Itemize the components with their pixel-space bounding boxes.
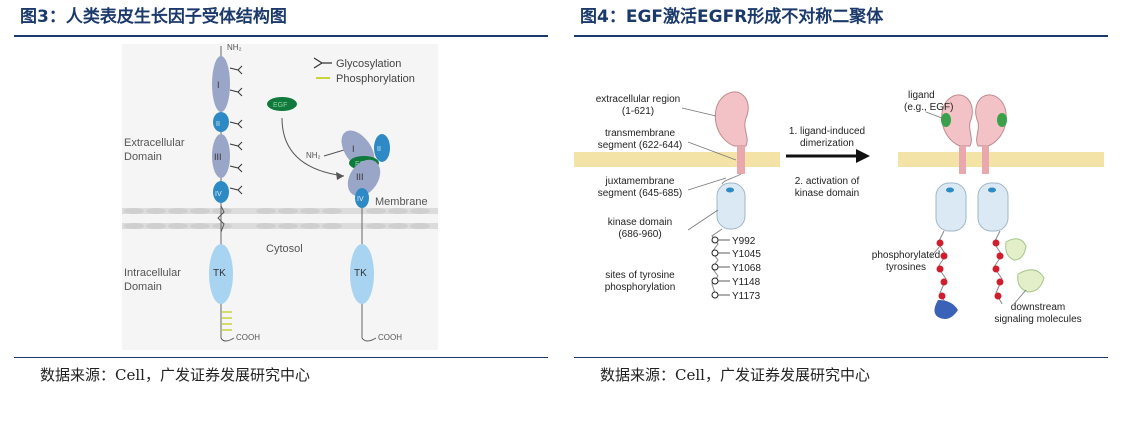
receptor-monomer: NH₂ I II III IV TK — [209, 43, 260, 342]
domain-III-left — [212, 134, 230, 178]
transmembrane-label-1: transmembrane — [605, 128, 675, 139]
domain-I-right-label: I — [352, 144, 355, 154]
domain-III-right — [347, 159, 381, 197]
figure-3-top-rule — [14, 35, 548, 37]
juxtamembrane-label-2: segment (645-685) — [598, 188, 683, 199]
legend-phosphorylation: Phosphorylation — [336, 73, 415, 85]
legend-glycosylation: Glycosylation — [336, 58, 401, 70]
kinase-domain-dimer-2 — [977, 182, 1009, 232]
ligand-label-1: ligand — [908, 90, 935, 101]
cytosol-label: Cytosol — [266, 243, 303, 255]
ligand-1 — [941, 113, 951, 127]
signaling-molecule-2 — [1017, 269, 1045, 293]
intracellular-label-line1: Intracellular — [124, 267, 181, 279]
domain-IV-left — [213, 181, 229, 203]
egf-ligand — [267, 97, 297, 111]
egfr-structure-diagram: Glycosylation Phosphorylation NH₂ I II I… — [122, 43, 438, 350]
sites-label-2: phosphorylation — [605, 282, 676, 293]
tyrosine-Y992: Y992 — [732, 236, 756, 247]
kinase-domain-label-2: (686-960) — [618, 229, 661, 240]
domain-II-left-label: II — [216, 121, 220, 128]
nh2-label-right: NH₂ — [306, 151, 321, 160]
step2-label-2: kinase domain — [795, 188, 859, 199]
step2-label-1: 2. activation of — [795, 176, 860, 187]
domain-III-right-label: III — [356, 172, 364, 182]
membrane-band — [122, 208, 438, 229]
transmembrane-monomer — [737, 146, 745, 174]
juxtamembrane-label-1: juxtamembrane — [605, 176, 675, 187]
phosphorylation-sites — [222, 311, 232, 331]
egfr-dimer — [934, 94, 1045, 319]
phosphorylated-label-2: tyrosines — [886, 262, 926, 273]
domain-IV-right-label: IV — [357, 196, 364, 203]
domain-II-right-label: II — [377, 146, 381, 153]
arrow-head-icon — [336, 172, 344, 180]
receptor-bound: NH₂ I II EGF III IV TK COOH — [306, 130, 402, 342]
signaling-molecule-1 — [1005, 238, 1027, 261]
extracellular-region-label-2: (1-621) — [622, 106, 654, 117]
membrane-dimer — [898, 152, 1104, 167]
tyrosine-Y1045: Y1045 — [732, 249, 761, 260]
downstream-label-2: signaling molecules — [994, 314, 1081, 325]
step1-label-2: dimerization — [800, 138, 854, 149]
tk-right-label: TK — [354, 268, 367, 279]
tyrosine-Y1148: Y1148 — [732, 277, 761, 288]
tk-domain-right — [350, 244, 374, 304]
figure-4-title: 图4：EGF激活EGFR形成不对称二聚体 — [580, 7, 884, 27]
diagram-background — [122, 44, 438, 350]
extracellular-region-label-1: extracellular region — [596, 94, 681, 105]
figure-3-title: 图3：人类表皮生长因子受体结构图 — [20, 7, 287, 27]
membrane-monomer — [574, 152, 780, 167]
phosphorylated-tyrosine-dots — [936, 239, 1004, 300]
figure-4-bottom-rule — [574, 357, 1108, 358]
downstream-label-1: downstream — [1011, 302, 1065, 313]
domain-II-right — [374, 134, 390, 162]
cooh-label-left: COOH — [236, 333, 260, 342]
nh2-label-left: NH₂ — [227, 43, 242, 52]
domain-I-left — [212, 56, 230, 112]
sites-label-1: sites of tyrosine — [605, 270, 675, 281]
tk-left-label: TK — [213, 268, 226, 279]
extracellular-label-line1: Extracellular — [124, 137, 185, 149]
membrane-label: Membrane — [375, 196, 428, 208]
legend: Glycosylation Phosphorylation — [313, 57, 415, 85]
kinase-domain-label-1: kinase domain — [608, 217, 672, 228]
extracellular-label-line2: Domain — [124, 151, 162, 163]
phosphorylated-label-1: phosphorylated — [872, 250, 940, 261]
binding-arrow — [281, 117, 345, 177]
extracellular-region-monomer — [714, 91, 749, 147]
figure-3-source: 数据来源：Cell，广发证券发展研究中心 — [40, 366, 310, 384]
glycosylation-sites — [229, 65, 243, 195]
egfr-dimerization-diagram: Y992 Y1045 Y1068 Y1148 Y1173 extracellul… — [574, 90, 1104, 325]
domain-III-left-label: III — [214, 152, 222, 162]
kinase-domain-monomer — [716, 182, 746, 230]
cooh-label-right: COOH — [378, 333, 402, 342]
domain-II-left — [213, 112, 229, 132]
tk-domain-left — [209, 244, 233, 304]
kinase-domain-dimer-1 — [935, 182, 967, 232]
tyrosine-sites — [711, 236, 719, 299]
process-arrow-head-icon — [856, 149, 870, 163]
figure-4-top-rule — [574, 35, 1108, 37]
figure-3-bottom-rule — [14, 357, 548, 358]
signaling-molecule-blue — [934, 300, 958, 319]
step1-label-1: 1. ligand-induced — [789, 126, 865, 137]
glycosylation-icon — [313, 57, 332, 69]
ligand-label-2: (e.g., EGF) — [904, 102, 953, 113]
tyrosine-Y1173: Y1173 — [732, 291, 761, 302]
figure-4-source: 数据来源：Cell，广发证券发展研究中心 — [600, 366, 870, 384]
domain-IV-right — [355, 188, 369, 208]
ligand-2 — [997, 113, 1007, 127]
egf-label: EGF — [273, 102, 287, 109]
domain-IV-left-label: IV — [215, 191, 222, 198]
kinase-marker-icon — [726, 187, 734, 193]
egfr-monomer: Y992 Y1045 Y1068 Y1148 Y1173 — [711, 91, 761, 302]
intracellular-label-line2: Domain — [124, 281, 162, 293]
transmembrane-label-2: segment (622-644) — [598, 140, 683, 151]
tyrosine-Y1068: Y1068 — [732, 263, 761, 274]
domain-I-left-label: I — [217, 80, 220, 90]
